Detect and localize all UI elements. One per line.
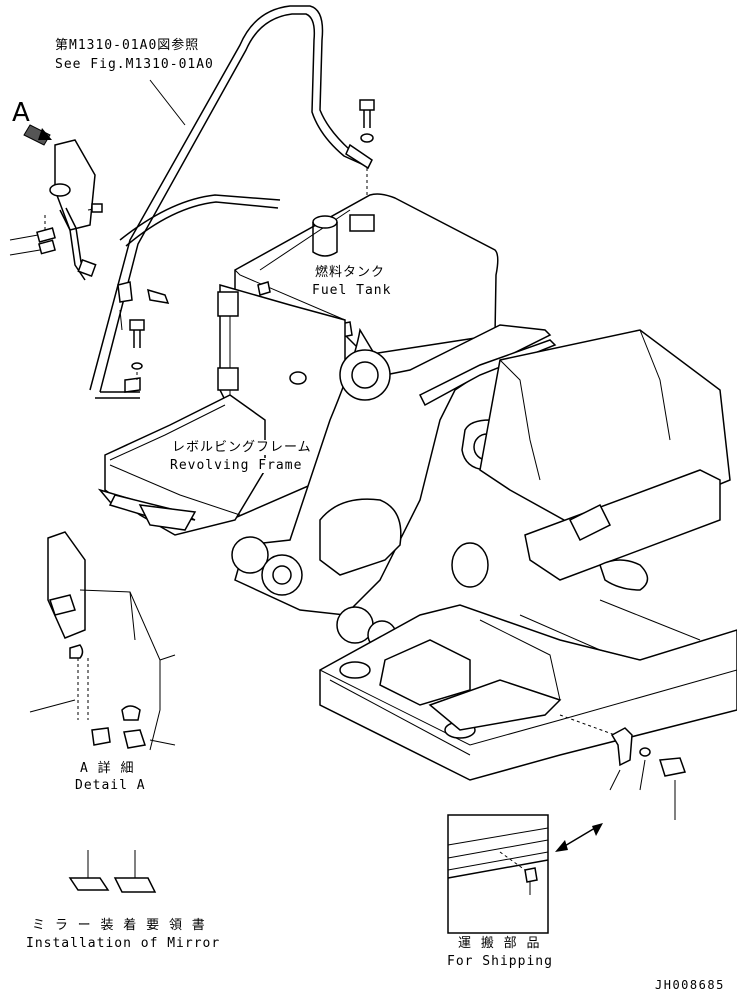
shipping-detail-box: [447, 814, 549, 934]
drawing-number: JH008685: [655, 978, 725, 992]
shipping-label-en: For Shipping: [447, 954, 553, 969]
mirror-install-label-en: Installation of Mirror: [26, 936, 221, 951]
handrail: [89, 5, 371, 399]
reference-label-en: See Fig.M1310-01A0: [55, 57, 214, 72]
installation-doc-icons: [68, 850, 157, 893]
lower-frame: [319, 599, 737, 781]
fuel-tank-label-en: Fuel Tank: [312, 283, 392, 298]
revolving-frame-label-jp: レボルビングフレーム: [172, 440, 312, 455]
shipping-label-jp: 運 搬 部 品: [458, 936, 541, 951]
mirror-bracket: [9, 139, 103, 281]
revolving-frame-label-en: Revolving Frame: [170, 458, 303, 473]
fuel-tank-label-jp: 燃料タンク: [315, 265, 386, 280]
detail-a-label-en: Detail A: [75, 778, 146, 793]
ref-leader: [149, 79, 186, 126]
reference-label-jp: 第M1310-01A0図参照: [55, 38, 200, 53]
handrail-fasteners: [117, 99, 375, 393]
callout-a: A: [12, 98, 30, 128]
view-arrow-a: [23, 124, 52, 146]
mirror-install-label-jp: ミ ラ ー 装 着 要 領 書: [32, 918, 206, 933]
shipping-bracket-parts: [555, 714, 686, 852]
revolving-frame: [97, 284, 731, 650]
detail-a-drawing: [29, 531, 176, 751]
detail-a-label-jp: A 詳 細: [80, 761, 135, 776]
